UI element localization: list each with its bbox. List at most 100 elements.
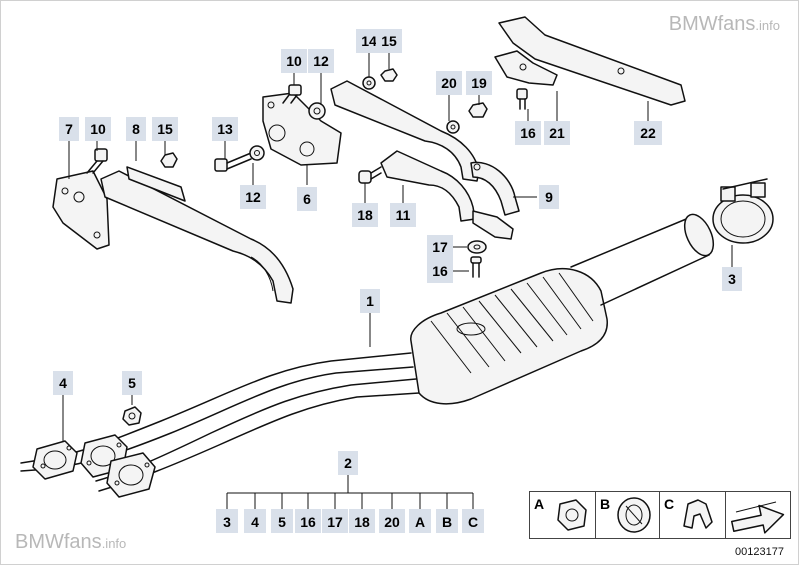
svg-text:16: 16: [432, 263, 448, 279]
bracket-22: [498, 16, 686, 106]
callout-20: 20: [436, 71, 462, 95]
kit-item-18: 18: [349, 509, 375, 533]
callout-11: 11: [390, 203, 416, 227]
flange-gasket: [32, 440, 78, 480]
svg-text:1: 1: [366, 293, 374, 309]
callout-2: 2: [338, 451, 358, 475]
arrow-icon: [730, 501, 785, 534]
kit-item-A: A: [409, 509, 431, 533]
front-pipe: [20, 352, 420, 492]
svg-text:12: 12: [313, 53, 329, 69]
svg-text:15: 15: [157, 121, 173, 137]
svg-text:9: 9: [545, 189, 553, 205]
svg-text:19: 19: [471, 75, 487, 91]
callout-5: 5: [122, 371, 142, 395]
legend-cell-c: C: [660, 492, 726, 538]
callout-19: 19: [466, 71, 492, 95]
legend-cell-a: A: [530, 492, 596, 538]
legend-letter-a: A: [534, 496, 545, 512]
bracket-21: [494, 50, 558, 86]
callout-10-top: 10: [281, 49, 307, 73]
washer-12-top: [308, 102, 326, 120]
bracket-11: [330, 80, 480, 222]
svg-text:2: 2: [344, 455, 352, 471]
bracket-8: [100, 166, 294, 304]
svg-text:20: 20: [441, 75, 457, 91]
svg-text:4: 4: [251, 514, 259, 530]
hex-nut-icon: [557, 499, 587, 531]
kit-item-3: 3: [216, 509, 238, 533]
callout-16-top: 16: [515, 121, 541, 145]
callout-1: 1: [360, 289, 380, 313]
callout-15-left: 15: [152, 117, 178, 141]
svg-text:11: 11: [396, 207, 411, 223]
svg-text:14: 14: [361, 33, 377, 49]
svg-text:12: 12: [245, 189, 261, 205]
kit-item-4: 4: [244, 509, 266, 533]
washer-14: [362, 76, 376, 90]
svg-text:8: 8: [132, 121, 140, 137]
svg-text:22: 22: [640, 125, 656, 141]
svg-text:3: 3: [728, 271, 736, 287]
callout-18: 18: [352, 203, 378, 227]
bolt-13: [214, 145, 265, 172]
washer-20: [446, 120, 460, 134]
callout-15-top: 15: [376, 29, 402, 53]
bracket-7: [52, 170, 110, 250]
bolt-18: [358, 166, 382, 184]
nut-15-top: [380, 68, 398, 82]
callout-3: 3: [722, 267, 742, 291]
bracket-9: [470, 161, 520, 240]
legend-box: A B C: [529, 491, 791, 539]
svg-text:18: 18: [357, 207, 373, 223]
bracket-6: [262, 92, 342, 166]
legend-letter-c: C: [664, 496, 675, 512]
bolt-10-left: [86, 148, 108, 174]
bolt-16-bottom: [470, 256, 482, 278]
callout-8: 8: [126, 117, 146, 141]
svg-text:10: 10: [286, 53, 302, 69]
svg-text:20: 20: [384, 514, 400, 530]
callout-9: 9: [539, 185, 559, 209]
flange-lower: [106, 452, 156, 498]
callout-16-bottom: 16: [427, 259, 453, 283]
svg-text:18: 18: [354, 514, 370, 530]
leader-lines: [62, 53, 733, 509]
watermark-bottom: BMWfans.info: [15, 531, 127, 553]
nut-19: [468, 102, 488, 118]
callout-12-bottom: 12: [240, 185, 266, 209]
svg-text:5: 5: [128, 375, 136, 391]
svg-text:15: 15: [381, 33, 397, 49]
svg-text:17: 17: [327, 514, 343, 530]
callout-17: 17: [427, 235, 453, 259]
svg-text:4: 4: [59, 375, 67, 391]
callout-labels: 7 10 8 15 13 12 10 12 14 15 6 20 19 16 2…: [53, 29, 742, 475]
rubber-ring-icon: [617, 497, 651, 533]
watermark-top: BMWfans.info: [668, 13, 780, 35]
washer-17: [467, 240, 487, 254]
callout-13: 13: [212, 117, 238, 141]
kit-item-B: B: [436, 509, 458, 533]
legend-letter-b: B: [600, 496, 611, 512]
kit-item-16: 16: [295, 509, 321, 533]
callout-4: 4: [53, 371, 73, 395]
callout-10-left: 10: [85, 117, 111, 141]
svg-text:C: C: [468, 514, 478, 530]
legend-cell-b: B: [596, 492, 660, 538]
svg-text:16: 16: [300, 514, 316, 530]
kit-item-20: 20: [379, 509, 405, 533]
outlet-pipe: [570, 213, 715, 306]
kit-contents: 3 4 5 16 17 18 20 A B C: [216, 509, 484, 533]
kit-item-C: C: [462, 509, 484, 533]
svg-text:10: 10: [90, 121, 106, 137]
svg-text:17: 17: [432, 239, 448, 255]
svg-text:3: 3: [223, 514, 231, 530]
callout-21: 21: [544, 121, 570, 145]
svg-text:A: A: [415, 514, 425, 530]
nut-5: [122, 406, 142, 426]
legend-cell-arrow: [726, 492, 790, 538]
kit-item-5: 5: [271, 509, 293, 533]
svg-text:B: B: [442, 514, 452, 530]
